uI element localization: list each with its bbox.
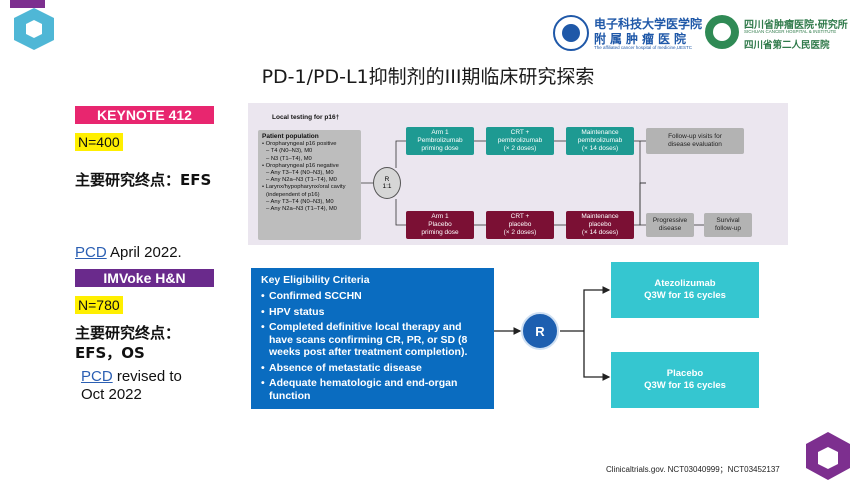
placebo-schedule: Q3W for 16 cycles [644,380,726,391]
keynote-endpoint: 主要研究终点：EFS [75,171,212,189]
eligibility-item: Absence of metastatic disease [261,362,484,375]
slide-title: PD-1/PD-L1抑制剂的III期临床研究探索 [261,66,595,88]
atezolizumab-schedule: Q3W for 16 cycles [644,290,726,301]
arm1-pembro-box: Arm 1 Pembrolizumab priming dose [406,127,474,155]
sichuan-cancer-logo [705,15,739,49]
population-line: • Oropharyngeal p16 negative [262,162,339,169]
imvoke-endpoint-2: EFS，OS [75,344,145,362]
population-line: – N3 (T1–T4), M0 [266,155,312,162]
eligibility-item: Adequate hematologic and end-organ funct… [261,377,484,402]
imvoke-pcd-rest: revised to [112,368,182,385]
eligibility-item: HPV status [261,306,484,319]
pcd-link[interactable]: PCD [75,244,107,261]
hexagon-decoration-icon [806,432,850,480]
placebo-arm-box: Placebo Q3W for 16 cycles [611,352,759,408]
population-line: (independent of p16) [266,191,320,198]
followup-box: Follow-up visits for disease evaluation [646,128,744,154]
maint-placebo-box: Maintenance placebo (× 14 doses) [566,211,634,239]
keynote-412-tag: KEYNOTE 412 [75,106,214,124]
crt-pembro-box: CRT + pembrolizumab (× 2 doses) [486,127,554,155]
placebo-label: Placebo [666,368,704,379]
patient-population-box: Patient population • Oropharyngeal p16 p… [258,130,361,240]
population-line: • Oropharyngeal p16 positive [262,141,337,148]
pcd-link[interactable]: PCD [81,368,113,385]
footer-citation: Clinicaltrials.gov. NCT03040999；NCT03452… [606,465,780,474]
uestc-logo [553,15,589,51]
progressive-disease-box: Progressive disease [646,213,694,237]
survival-followup-box: Survival follow-up [704,213,752,237]
imvoke-endpoint-1: 主要研究终点： [75,324,181,342]
arm1-placebo-box: Arm 1 Placebo priming dose [406,211,474,239]
schema-connectors [361,140,704,226]
randomization-circle: R [521,312,559,350]
imvoke-pcd: PCD revised to [81,368,182,385]
eligibility-item: Confirmed SCCHN [261,290,484,303]
right-hospital-name-2: 四川省第二人民医院 [744,40,830,51]
population-line: – Any T3–T4 (N0–N3), M0 [266,170,334,177]
imvoke-n: N=780 [75,296,123,314]
keynote-pcd: PCD April 2022. [75,244,182,261]
eligibility-box: Key Eligibility Criteria Confirmed SCCHN… [251,268,494,409]
crt-placebo-box: CRT + placebo (× 2 doses) [486,211,554,239]
imvoke-tag: IMVoke H&N [75,269,214,287]
maint-pembro-box: Maintenance pembrolizumab (× 14 doses) [566,127,634,155]
population-line: – T4 (N0–N3), M0 [266,148,313,155]
atezolizumab-label: Atezolizumab [654,278,716,289]
atezolizumab-arm-box: Atezolizumab Q3W for 16 cycles [611,262,759,318]
imvoke-pcd-date: Oct 2022 [81,386,142,403]
eligibility-title: Key Eligibility Criteria [261,274,370,286]
population-line: • Larynx/hypopharynx/oral cavity [262,184,346,191]
right-hospital-name-1: 四川省肿瘤医院·研究所 [744,20,848,31]
keynote-412-schema: Local testing for p16† Patient populatio… [248,103,788,245]
keynote-n: N=400 [75,133,123,151]
population-line: – Any T3–T4 (N0–N3), M0 [266,198,334,205]
randomize-circle: R 1:1 [373,167,401,199]
hospital-subtitle: The affiliated cancer hospital of medici… [594,45,692,50]
population-line: – Any N2a–N3 (T1–T4), M0 [266,177,337,184]
hospital-name-1: 电子科技大学医学院 [594,17,703,31]
right-hospital-sub: SICHUAN CANCER HOSPITAL & INSTITUTE [744,29,837,34]
local-testing-label: Local testing for p16† [272,114,340,121]
eligibility-item: Completed definitive local therapy and h… [261,321,484,359]
hospital-name-2: 附属肿瘤医院 [594,32,691,46]
population-title: Patient population [262,133,319,140]
population-line: – Any N2a–N3 (T1–T4), M0 [266,206,337,213]
randomization-arrows [494,286,611,381]
hexagon-decoration-icon [10,0,54,50]
keynote-pcd-date: April 2022. [106,244,182,261]
